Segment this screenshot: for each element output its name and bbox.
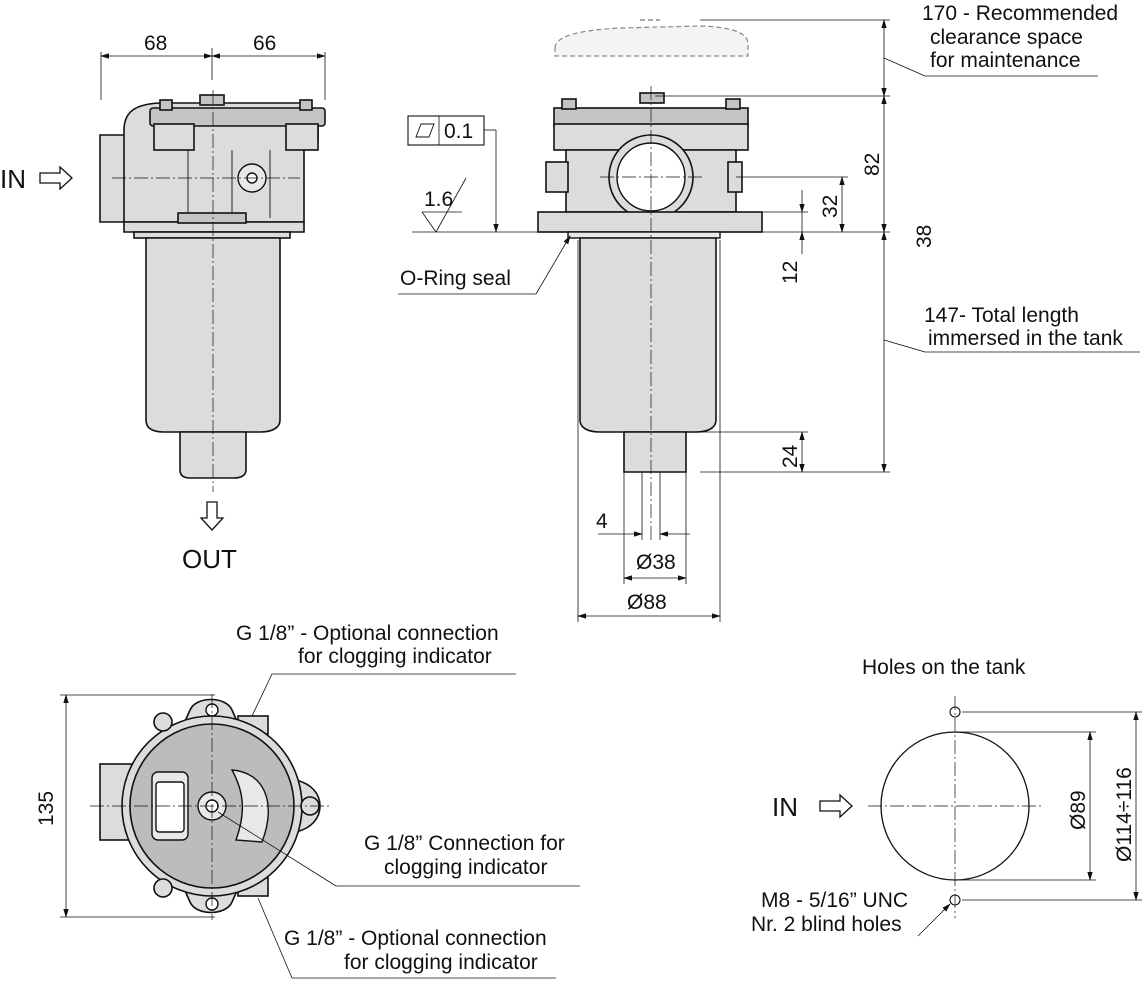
- flow-arrow-icon: [199, 501, 225, 531]
- front-view: 170 - Recommended clearance space for ma…: [398, 2, 1140, 622]
- in-label-front: IN: [0, 164, 26, 194]
- dia-114-label: Ø114÷116: [1113, 767, 1136, 862]
- dim-4-label: 4: [596, 510, 608, 533]
- tank-holes-view: Holes on the tank Ø89 Ø114÷116 IN M8 - 5…: [751, 656, 1142, 937]
- dim-135-label: 135: [35, 791, 58, 826]
- holes-note-1: M8 - 5/16” UNC: [761, 889, 908, 912]
- immersed-label-1: 147- Total length: [924, 304, 1079, 327]
- holes-note-2: Nr. 2 blind holes: [751, 913, 902, 936]
- flatness-value: 0.1: [444, 120, 473, 143]
- dim-82-label: 82: [861, 153, 884, 176]
- dim-66-label: 66: [253, 32, 276, 55]
- holes-title: Holes on the tank: [862, 656, 1026, 679]
- flow-arrow-icon: [39, 165, 73, 191]
- flatness-symbol: [407, 115, 499, 233]
- immersed-label-2: immersed in the tank: [928, 327, 1123, 350]
- roughness-symbol: [412, 177, 578, 233]
- connection-label-1: G 1/8” Connection for: [364, 832, 565, 855]
- optional-bottom-label-1: G 1/8” - Optional connection: [284, 927, 547, 950]
- oring-label: O-Ring seal: [400, 267, 511, 290]
- in-label-holes: IN: [772, 792, 798, 822]
- flow-arrow-icon: [819, 793, 853, 819]
- out-label: OUT: [182, 544, 237, 574]
- connection-label-2: clogging indicator: [384, 856, 547, 879]
- dia-38-label: Ø38: [636, 551, 676, 574]
- clearance-label-1: 170 - Recommended: [922, 2, 1118, 25]
- optional-top-label-2: for clogging indicator: [298, 645, 492, 668]
- dim-24-label: 24: [779, 444, 802, 468]
- dim-32-label: 32: [819, 195, 842, 218]
- dim-68-label: 68: [144, 32, 167, 55]
- clearance-label-3: for maintenance: [930, 49, 1081, 72]
- clearance-label-2: clearance space: [930, 26, 1083, 49]
- side-view: 68 66 IN OUT: [0, 32, 326, 574]
- optional-top-label-1: G 1/8” - Optional connection: [236, 622, 499, 645]
- optional-bottom-label-2: for clogging indicator: [344, 951, 538, 974]
- dia-89-label: Ø89: [1067, 790, 1090, 830]
- dim-12-label: 12: [779, 261, 802, 284]
- top-view: 135 G 1/8” - Optional connection: [35, 622, 580, 979]
- roughness-value: 1.6: [424, 188, 453, 211]
- dim-38-label: 38: [913, 225, 936, 248]
- dia-88-label: Ø88: [627, 591, 667, 614]
